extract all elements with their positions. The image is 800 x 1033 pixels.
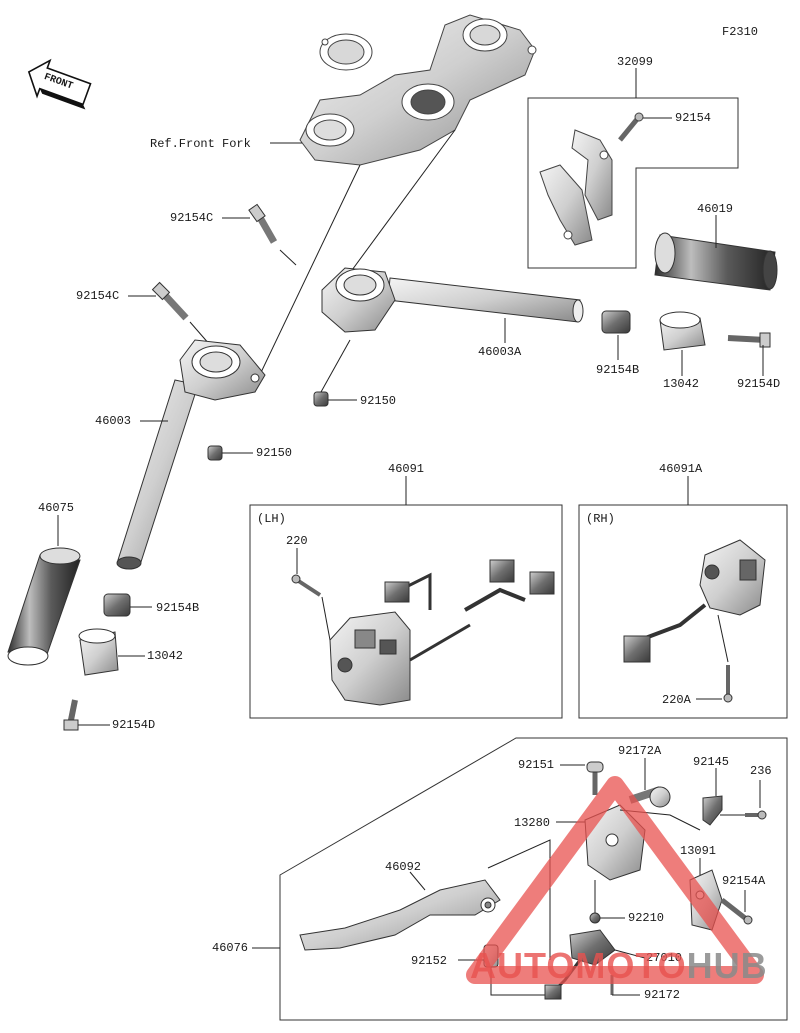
part-92172A: 92172A xyxy=(618,744,662,758)
plug-92154B-left xyxy=(103,593,131,617)
figure-code: F2310 xyxy=(722,25,759,39)
bolt-92154D-right xyxy=(727,332,771,348)
watermark-hub: HUB xyxy=(686,945,768,986)
watermark-text: AUTOMOTOHUB xyxy=(470,948,768,984)
watermark-automoto: AUTOMOTO xyxy=(470,945,687,986)
switch-lh xyxy=(329,559,555,706)
part-46075: 46075 xyxy=(38,501,75,515)
part-236: 236 xyxy=(750,764,772,778)
part-92154D-right: 92154D xyxy=(737,377,781,391)
part-46003A: 46003A xyxy=(478,345,522,359)
bolt-92150-upper xyxy=(313,391,329,407)
part-92150-upper: 92150 xyxy=(360,394,397,408)
top-triple-clamp xyxy=(299,14,537,166)
plug-92154B-right xyxy=(601,310,631,334)
switch-rh xyxy=(623,539,766,663)
part-46092: 46092 xyxy=(385,860,422,874)
part-220: 220 xyxy=(286,534,308,548)
bolt-92150-lower xyxy=(207,445,223,461)
bolt-92151 xyxy=(586,761,604,795)
weight-13042-left xyxy=(78,628,119,676)
screw-220A xyxy=(723,665,733,703)
screw-236 xyxy=(745,810,767,820)
part-46091: 46091 xyxy=(388,462,425,476)
part-92154A: 92154A xyxy=(722,874,766,888)
part-13280: 13280 xyxy=(514,816,551,830)
bracket-92145 xyxy=(702,795,723,826)
grip-46075 xyxy=(7,547,81,666)
part-92154C-top: 92154C xyxy=(170,211,214,225)
handlebar-46003A xyxy=(321,267,584,333)
part-46091A: 46091A xyxy=(659,462,703,476)
bolt-92154C-left xyxy=(151,281,189,321)
screw-220 xyxy=(291,574,322,597)
part-32099: 32099 xyxy=(617,55,654,69)
bolt-92154D-left xyxy=(63,699,79,731)
nut-92210 xyxy=(589,912,601,924)
part-13042-right: 13042 xyxy=(663,377,700,391)
rh-box-label: (RH) xyxy=(586,512,615,526)
part-46019: 46019 xyxy=(697,202,734,216)
part-92154D-left: 92154D xyxy=(112,718,156,732)
ref-front-fork-label: Ref.Front Fork xyxy=(150,137,251,151)
part-92150-lower: 92150 xyxy=(256,446,293,460)
part-92154C-left: 92154C xyxy=(76,289,120,303)
bolt-92154C-top xyxy=(248,203,278,244)
bolt-92154A xyxy=(720,898,753,925)
part-220A: 220A xyxy=(662,693,691,707)
part-13091: 13091 xyxy=(680,844,717,858)
part-92154: 92154 xyxy=(675,111,712,125)
part-46076: 46076 xyxy=(212,941,249,955)
holder-13280 xyxy=(584,804,646,881)
part-92172: 92172 xyxy=(644,988,681,1002)
part-92145: 92145 xyxy=(693,755,730,769)
part-92210: 92210 xyxy=(628,911,665,925)
weight-13042-right xyxy=(659,311,706,351)
lever-46092 xyxy=(299,879,501,951)
handlebar-46003 xyxy=(116,339,266,570)
watermark-logo xyxy=(466,776,764,984)
bolt-92154-top xyxy=(618,112,672,142)
part-92154B-right: 92154B xyxy=(596,363,640,377)
part-46003: 46003 xyxy=(95,414,132,428)
grip-46019 xyxy=(654,232,778,291)
lh-box-label: (LH) xyxy=(257,512,286,526)
part-13042-left: 13042 xyxy=(147,649,184,663)
bracket-32099 xyxy=(539,129,613,246)
front-arrow-icon xyxy=(27,58,92,110)
part-27010: 27010 xyxy=(646,951,683,965)
part-92152: 92152 xyxy=(411,954,448,968)
part-92151: 92151 xyxy=(518,758,555,772)
part-92154B-left: 92154B xyxy=(156,601,200,615)
